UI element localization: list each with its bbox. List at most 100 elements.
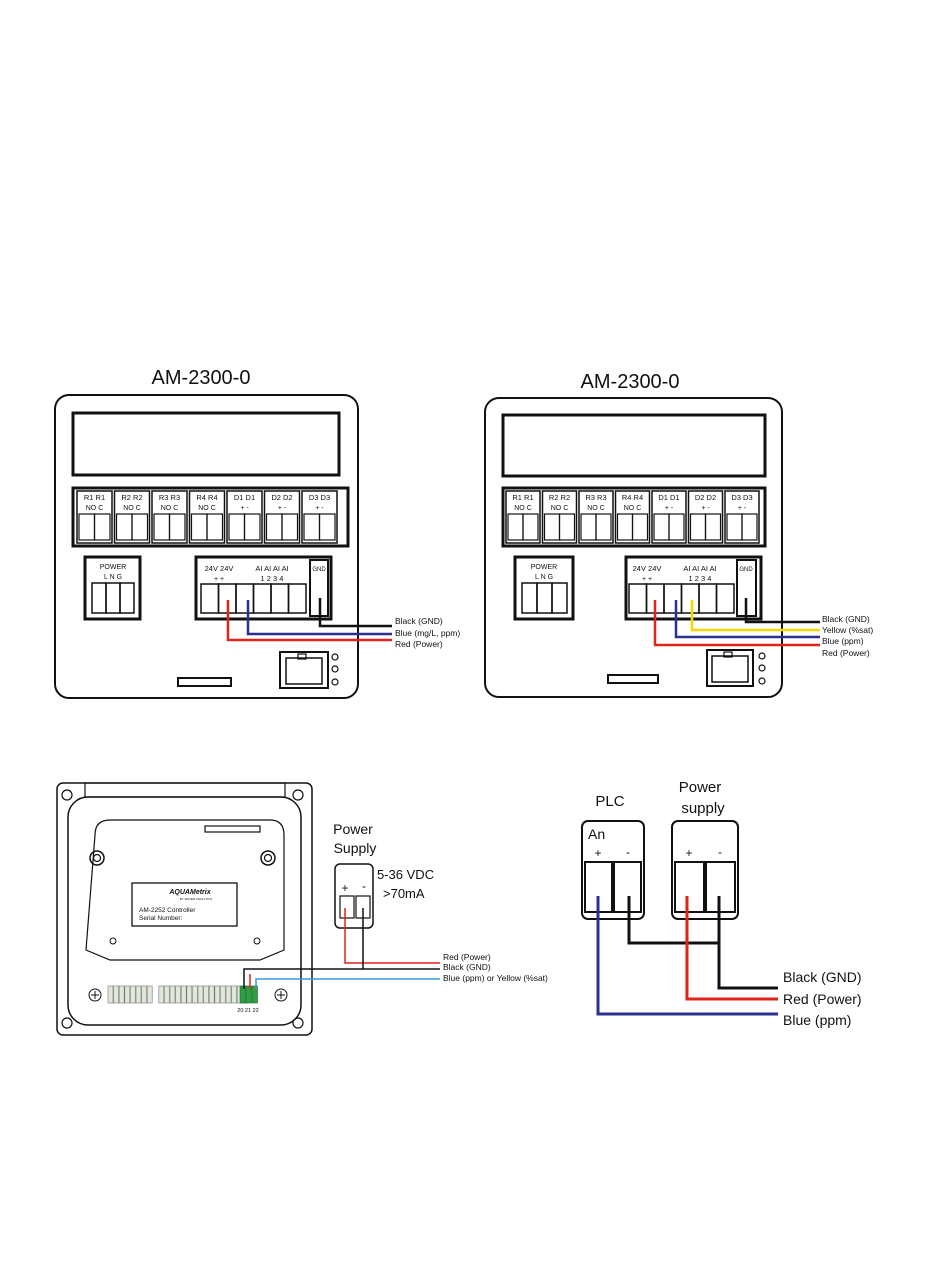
ps-box: [671, 820, 739, 920]
relay-terminal-pins: NO C: [624, 505, 642, 512]
relay-terminal-pins: NO C: [198, 505, 216, 512]
relay-terminal-label: R3 R3: [585, 493, 606, 502]
terminal-pin: [78, 513, 96, 541]
io-pin: [628, 583, 648, 614]
wire-label-red: Red (Power): [783, 991, 862, 1007]
sd-slot: [607, 674, 659, 684]
ps-title-2: supply: [681, 800, 725, 817]
supply-minus: -: [362, 879, 366, 893]
io-pins: [628, 583, 735, 614]
terminal-slot: [186, 985, 193, 1004]
terminal-pin: [206, 513, 224, 541]
wire-red-power: [685, 896, 778, 1001]
wire-label-red: Red (Power): [443, 952, 491, 962]
relay-terminal-label: D2 D2: [271, 493, 292, 502]
active-terminal: [245, 985, 252, 1004]
terminal-slot: [141, 985, 147, 1004]
power-pins: L N G: [104, 574, 122, 581]
wire-red-power: [226, 600, 392, 642]
relay-terminal-label: R1 R1: [84, 493, 105, 502]
display-window: [501, 413, 767, 478]
wire-label-blue: Blue (ppm): [822, 636, 864, 646]
relay-terminal-pins: NO C: [514, 505, 532, 512]
wire-label-blue: Blue (mg/L, ppm): [395, 628, 460, 638]
terminal-pin: [507, 513, 524, 541]
relay-terminal-label: R3 R3: [159, 493, 180, 502]
terminal-pin: [131, 513, 149, 541]
diagram-3: AQUAMetrix BY WATER ANALYTICS AM-2252 Co…: [56, 782, 548, 1036]
wire-label-yellow: Yellow (%sat): [822, 625, 873, 635]
power-pin-G: [551, 582, 568, 614]
terminal-pin: [522, 513, 539, 541]
io-24v-pins: + +: [642, 576, 652, 583]
power-pin-N: [536, 582, 553, 614]
terminal-slot: [197, 985, 204, 1004]
relay-terminal-block: [501, 486, 767, 548]
connector-inner: [711, 655, 749, 683]
display-window: [71, 411, 341, 477]
inner-panel: [67, 796, 302, 1026]
io-pin: [270, 583, 290, 614]
connector-port: [706, 649, 754, 687]
terminal-slot: [175, 985, 181, 1004]
relay-terminal-label: R4 R4: [622, 493, 643, 502]
io-pin: [287, 583, 307, 614]
io-ai-pins: 1 2 3 4: [261, 574, 284, 583]
relay-terminal-pins: NO C: [161, 505, 179, 512]
brand-sub: BY WATER ANALYTICS: [180, 897, 212, 901]
label-line-1: AM-2252 Controller: [139, 907, 196, 914]
io-gnd-label: GND: [739, 567, 753, 573]
terminal-slot: [220, 985, 226, 1004]
wire-yellow-sat: [690, 600, 820, 632]
mount-hole-inner: [92, 853, 102, 863]
io-ai-label: AI AI AI AI: [255, 564, 288, 573]
controller-housing: [484, 397, 783, 698]
relay-terminal-label: R2 R2: [121, 493, 142, 502]
wire-label-black: Black (GND): [822, 614, 870, 624]
plc-minus: -: [626, 845, 630, 859]
io-pin: [252, 583, 272, 614]
wire-black-gnd: [717, 896, 778, 990]
relay-terminal-pins: NO C: [551, 505, 569, 512]
relay-terminal: [151, 490, 188, 544]
wire-label-black: Black (GND): [783, 969, 862, 985]
sd-slot: [177, 677, 232, 687]
terminal-pin: [726, 513, 743, 541]
wire-red-power: [344, 908, 440, 964]
power-terminal-block: [83, 555, 142, 621]
terminal-pin: [543, 513, 561, 541]
terminal-pin: [265, 513, 283, 541]
terminal-pin: [689, 513, 707, 541]
power-pin-L: [91, 582, 107, 614]
wire-label-black: Black (GND): [395, 616, 443, 626]
mounting-tab: [84, 782, 286, 798]
terminal-slot: [130, 985, 136, 1004]
relay-terminal-pins: NO C: [123, 505, 141, 512]
io-pin: [698, 583, 718, 614]
relay-terminal-pins: + -: [738, 505, 747, 512]
terminal-pin: [653, 513, 670, 541]
terminal-slot: [164, 985, 170, 1004]
terminal-pin: [153, 513, 171, 541]
supply-spec-2: >70mA: [383, 886, 425, 901]
mount-hole: [260, 850, 276, 866]
io-ai-pins: 1 2 3 4: [689, 574, 712, 583]
wire-black-gnd: [362, 908, 440, 970]
relay-terminal-label: D1 D1: [658, 493, 679, 502]
io-24v-pins: + +: [214, 576, 224, 583]
power-title: POWER: [531, 564, 557, 571]
relay-terminal-block: [71, 486, 350, 548]
relay-terminal-label: D3 D3: [731, 493, 752, 502]
terminal-pin: [704, 513, 722, 541]
terminal-slot: [192, 985, 198, 1004]
io-pin: [235, 583, 255, 614]
terminal-slot: [225, 985, 232, 1004]
io-pin: [200, 583, 220, 614]
terminal-slot: [113, 985, 119, 1004]
small-hole: [253, 937, 261, 945]
terminal-pin: [93, 513, 111, 541]
relay-terminal: [113, 490, 151, 544]
